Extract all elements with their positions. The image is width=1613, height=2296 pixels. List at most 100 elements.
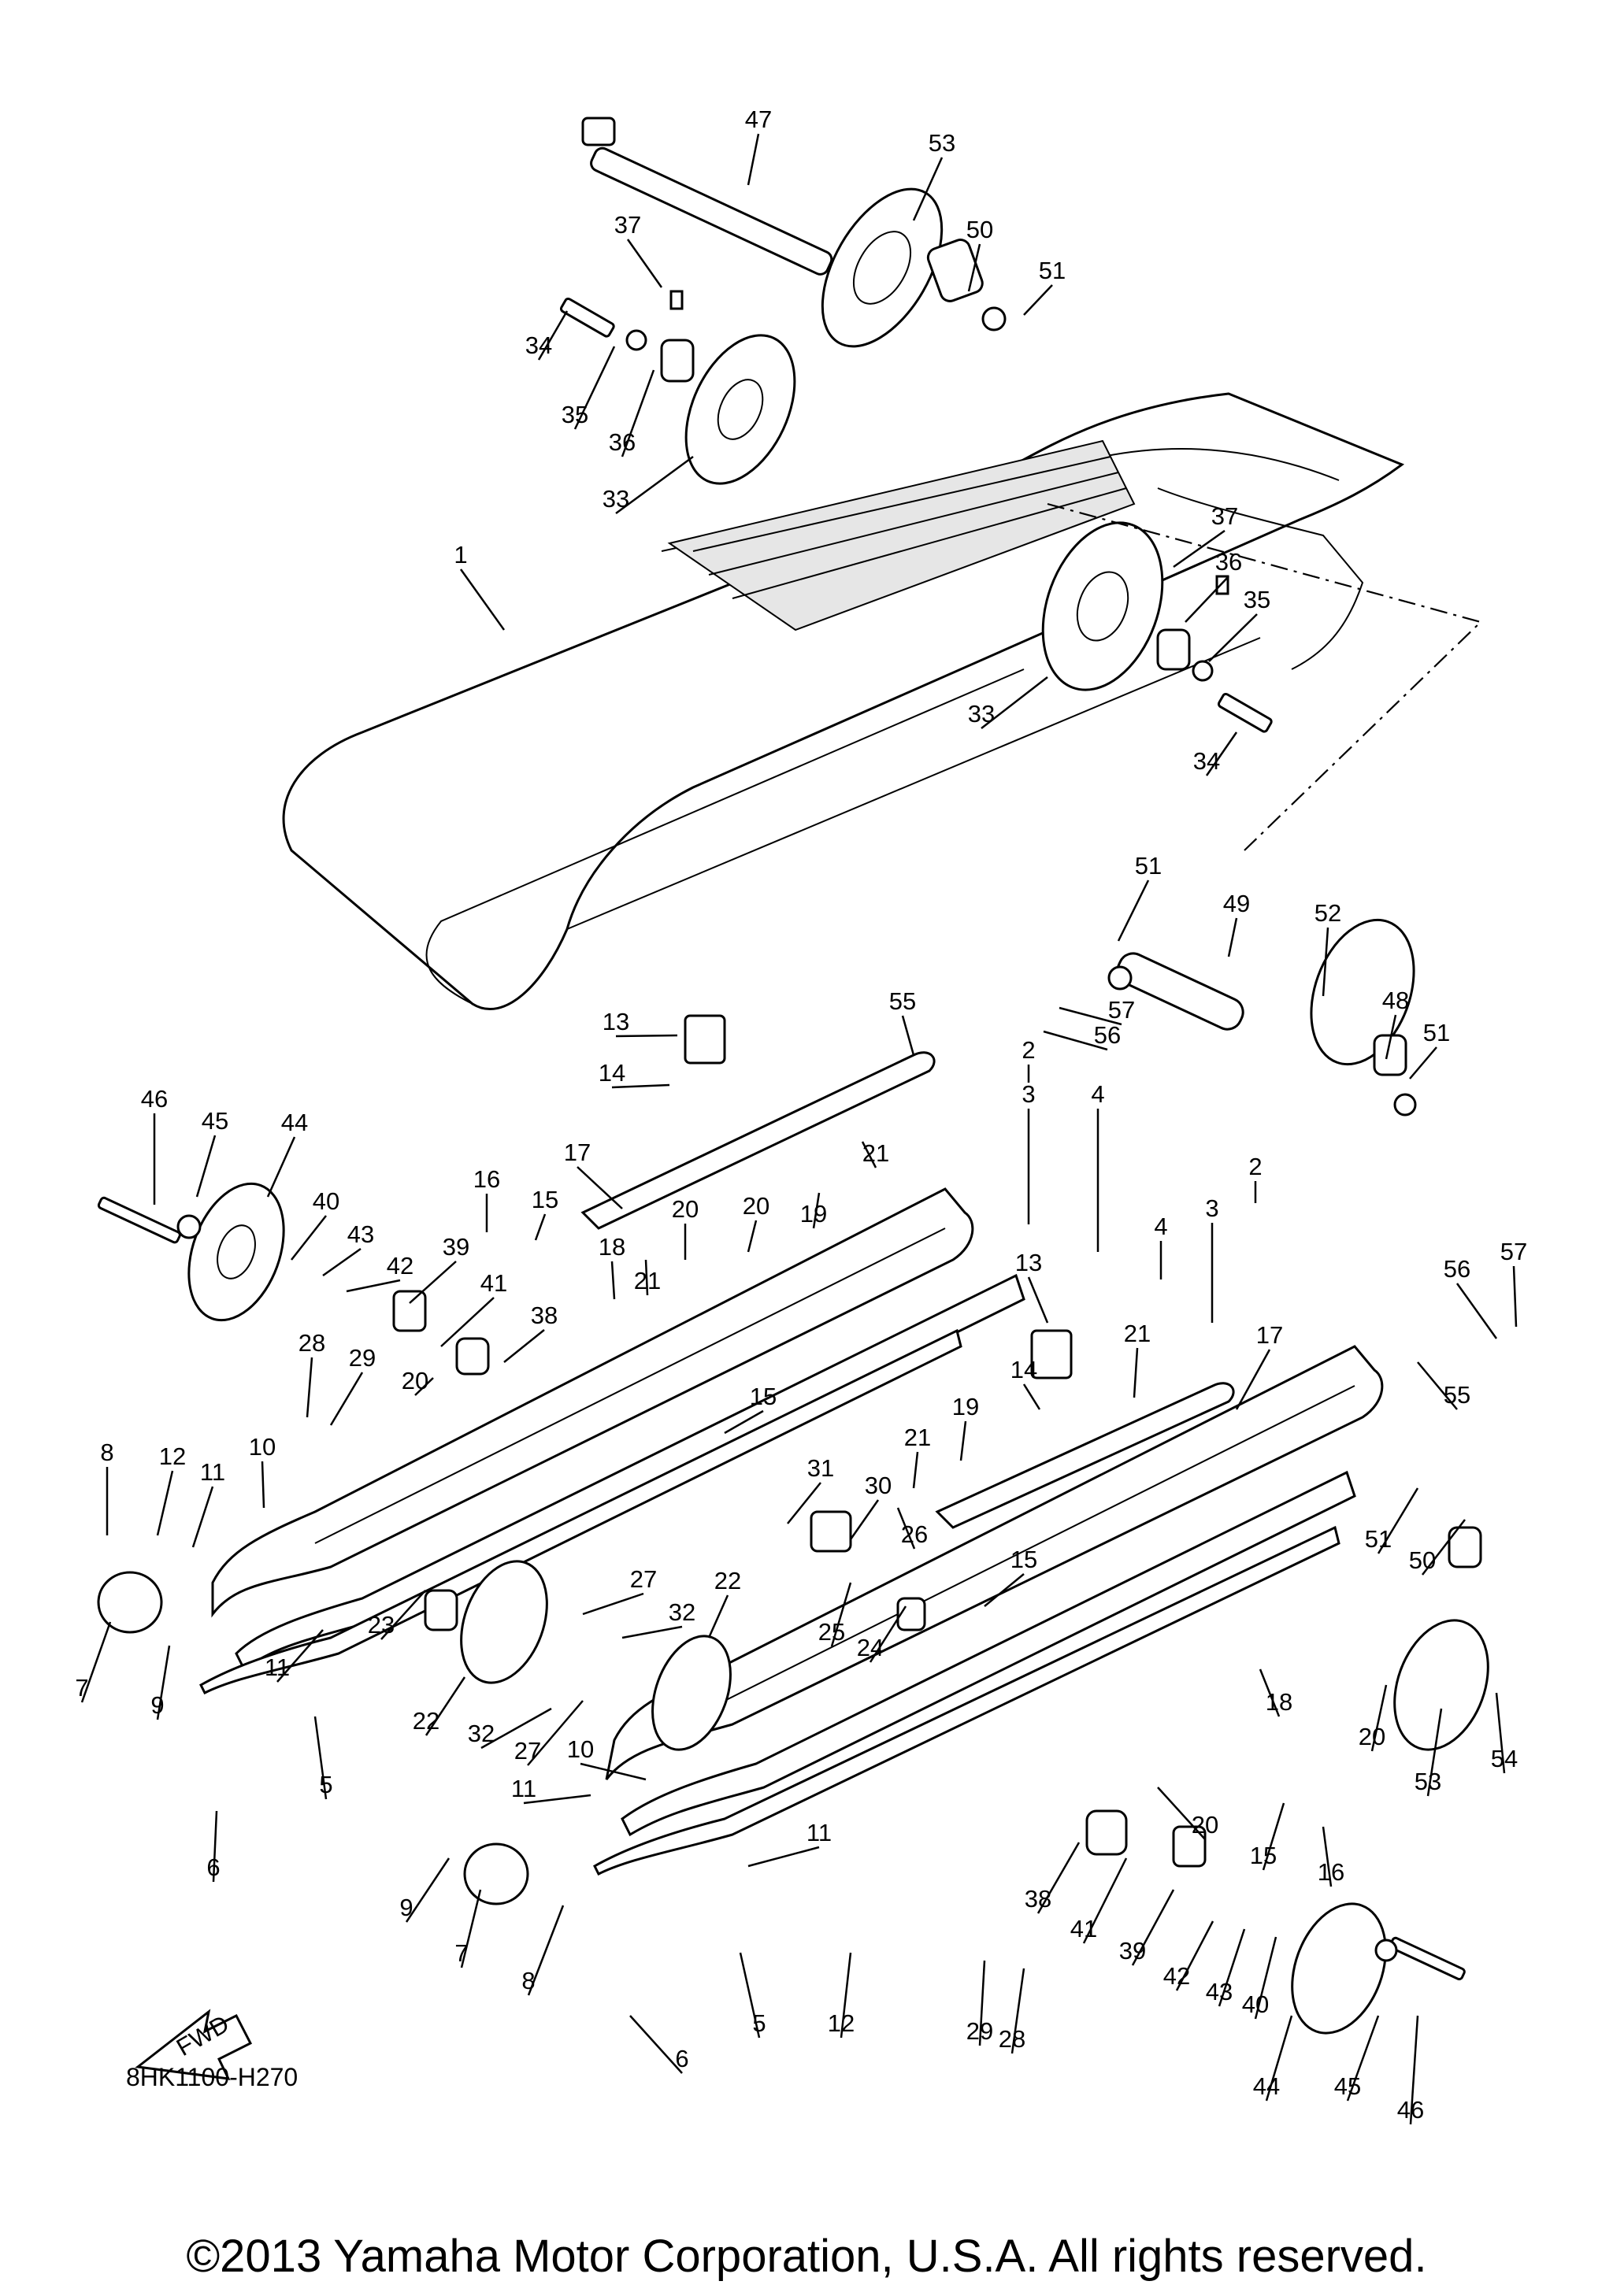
leader-line (1043, 1030, 1108, 1051)
callout-number: 11 (511, 1775, 536, 1802)
callout-number: 20 (672, 1195, 699, 1223)
callout-number: 42 (387, 1252, 413, 1279)
callout-number: 49 (1223, 890, 1250, 917)
leader-line (276, 1629, 324, 1683)
callout-number: 4 (1091, 1080, 1104, 1108)
callout-number: 6 (675, 2045, 688, 2072)
leader-line (582, 1592, 644, 1616)
leader-line (959, 1420, 967, 1461)
callout-number: 34 (525, 331, 552, 359)
callout-number: 50 (1409, 1546, 1436, 1574)
leader-line (425, 1676, 466, 1736)
leader-line (577, 1166, 623, 1209)
callout-number: 20 (743, 1192, 769, 1220)
right-rail-assembly (593, 1345, 1384, 1876)
leader-line (534, 1213, 547, 1241)
callout-number: 12 (828, 2009, 855, 2037)
callout-number: 2 (1248, 1153, 1262, 1180)
callout-number: 53 (1415, 1768, 1441, 1795)
leader-line (414, 1377, 434, 1396)
copyright-notice: ©2013 Yamaha Motor Corporation, U.S.A. A… (186, 2231, 1427, 2282)
callout-number: 8 (100, 1439, 113, 1466)
callout-number: 10 (567, 1735, 594, 1763)
callout-number: 3 (1022, 1080, 1035, 1108)
callout-number: 13 (1015, 1249, 1042, 1276)
callout-number: 5 (752, 2009, 766, 2037)
callout-number: 51 (1135, 852, 1162, 880)
callout-number: 38 (1025, 1885, 1051, 1913)
callout-number: 11 (806, 1819, 832, 1846)
callout-number: 56 (1094, 1021, 1121, 1049)
callout-number: 47 (745, 106, 772, 133)
forward-arrow: FWD (135, 2009, 253, 2080)
callout-number: 21 (862, 1139, 889, 1167)
callout-number: 12 (159, 1442, 186, 1470)
leader-line (1370, 1684, 1388, 1752)
left-rail-assembly (199, 1051, 1025, 1695)
leader-line (1117, 880, 1150, 942)
callout-number: 28 (999, 2025, 1025, 2053)
leader-line (537, 310, 569, 361)
leader-line (984, 1573, 1025, 1607)
callout-number: 46 (141, 1085, 168, 1113)
callout-number: 51 (1423, 1019, 1450, 1046)
leader-line (1036, 1842, 1081, 1914)
callout-number: 20 (1359, 1723, 1385, 1750)
callout-number: 23 (368, 1611, 395, 1639)
leader-line (747, 133, 760, 186)
callout-number: 33 (968, 700, 995, 728)
leader-line (1235, 1349, 1271, 1410)
callout-number: 33 (603, 485, 629, 513)
leader-line (707, 1594, 729, 1639)
leader-line (1208, 613, 1258, 662)
callout-number: 24 (857, 1634, 884, 1661)
leader-line (724, 1409, 764, 1435)
callout-number: 37 (1211, 502, 1238, 530)
leader-line (322, 1247, 362, 1277)
leader-line (195, 1135, 217, 1198)
leader-line (1259, 1668, 1281, 1717)
leader-line (1185, 576, 1229, 623)
callout-number: 27 (630, 1565, 657, 1593)
leader-line (1495, 1692, 1506, 1774)
callout-number: 40 (1242, 1990, 1269, 2018)
callout-number: 7 (75, 1674, 88, 1702)
leader-line (1265, 2015, 1293, 2102)
callout-number: 21 (904, 1424, 931, 1451)
leader-line (615, 455, 694, 515)
callout-number: 57 (1108, 996, 1135, 1024)
callout-number: 17 (564, 1139, 591, 1166)
leader-line (291, 1215, 327, 1261)
leader-line (527, 1905, 565, 1996)
callout-number: 35 (562, 401, 588, 428)
leader-line (611, 1083, 670, 1089)
callout-number: 14 (599, 1059, 625, 1087)
leader-line (840, 1952, 852, 2039)
callout-number: 40 (313, 1187, 339, 1215)
callout-number: 27 (514, 1737, 541, 1765)
callout-number: 56 (1444, 1255, 1470, 1283)
leader-line (329, 1372, 364, 1426)
leader-line (1027, 1276, 1049, 1324)
callout-number: 18 (599, 1233, 625, 1261)
callout-number: 25 (818, 1618, 845, 1646)
leader-line (747, 1846, 820, 1868)
callout-number: 41 (480, 1269, 507, 1297)
leader-line (896, 1507, 916, 1550)
leader-line (1227, 917, 1238, 957)
leader-line (459, 568, 506, 631)
callout-number: 6 (206, 1853, 220, 1881)
callout-number: 15 (750, 1383, 777, 1410)
wheels-and-hardware (97, 918, 1489, 2035)
leader-line (1426, 1708, 1443, 1797)
leader-line (967, 243, 981, 292)
callout-number: 39 (1119, 1937, 1146, 1965)
leader-line (1455, 1283, 1498, 1339)
leader-line (621, 369, 655, 457)
leader-line (1262, 1802, 1285, 1871)
leader-line (739, 1952, 761, 2039)
leader-line (1346, 2015, 1380, 2102)
callout-number: 37 (614, 211, 641, 239)
